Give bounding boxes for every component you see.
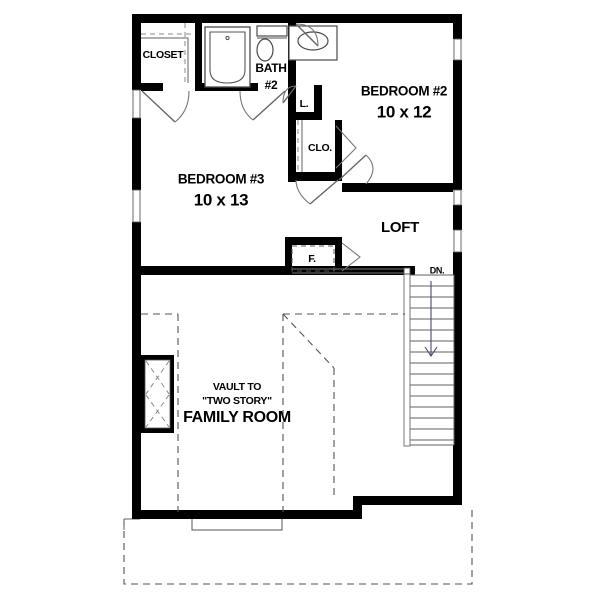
room-label-bedroom2-dims: 10 x 12 [377, 102, 432, 121]
door-bath2[interactable] [239, 90, 286, 121]
door-furnace[interactable] [341, 242, 361, 272]
room-label-closet2: CLO. [308, 142, 332, 154]
toilet-fixture [288, 25, 338, 61]
door-closet[interactable] [141, 90, 190, 123]
window-openings-left [132, 89, 141, 223]
door-closet2-bifold[interactable] [297, 120, 357, 172]
room-label-family-room: FAMILY ROOM [183, 409, 291, 426]
room-label-closet: CLOSET [143, 49, 185, 61]
room-label-furnace: F. [308, 253, 316, 265]
room-label-bedroom3-name: BEDROOM #3 [178, 172, 265, 187]
door-bedroom3[interactable] [295, 179, 339, 205]
room-label-loft: LOFT [381, 219, 419, 236]
room-label-bath2-number: #2 [265, 78, 278, 92]
furnace-unit [291, 245, 335, 272]
closet-shelf-rod [141, 23, 195, 83]
stair-railing [292, 267, 411, 447]
window-seat-bay [141, 355, 174, 433]
exterior-walls [132, 14, 462, 519]
room-label-bedroom3-dims: 10 x 13 [194, 190, 249, 209]
family-room-vault-line2: "TWO STORY" [202, 395, 272, 407]
family-room-vault-line1: VAULT TO [213, 381, 261, 393]
bathtub-fixture [204, 26, 251, 88]
door-bedroom2[interactable] [338, 154, 374, 185]
room-label-bedroom2-name: BEDROOM #2 [361, 84, 447, 99]
vault-ceiling-outline [141, 313, 405, 512]
room-label-bath2-name: BATH [255, 61, 286, 75]
door-linen[interactable] [282, 85, 297, 104]
window-openings-right [453, 38, 462, 253]
vanity-sink-fixture [256, 25, 288, 62]
door-bath-hall[interactable] [295, 23, 319, 47]
stair-label-dn: DN. [430, 265, 445, 275]
room-label-linen: L. [300, 98, 309, 110]
stair-down-arrow-icon [424, 281, 438, 357]
